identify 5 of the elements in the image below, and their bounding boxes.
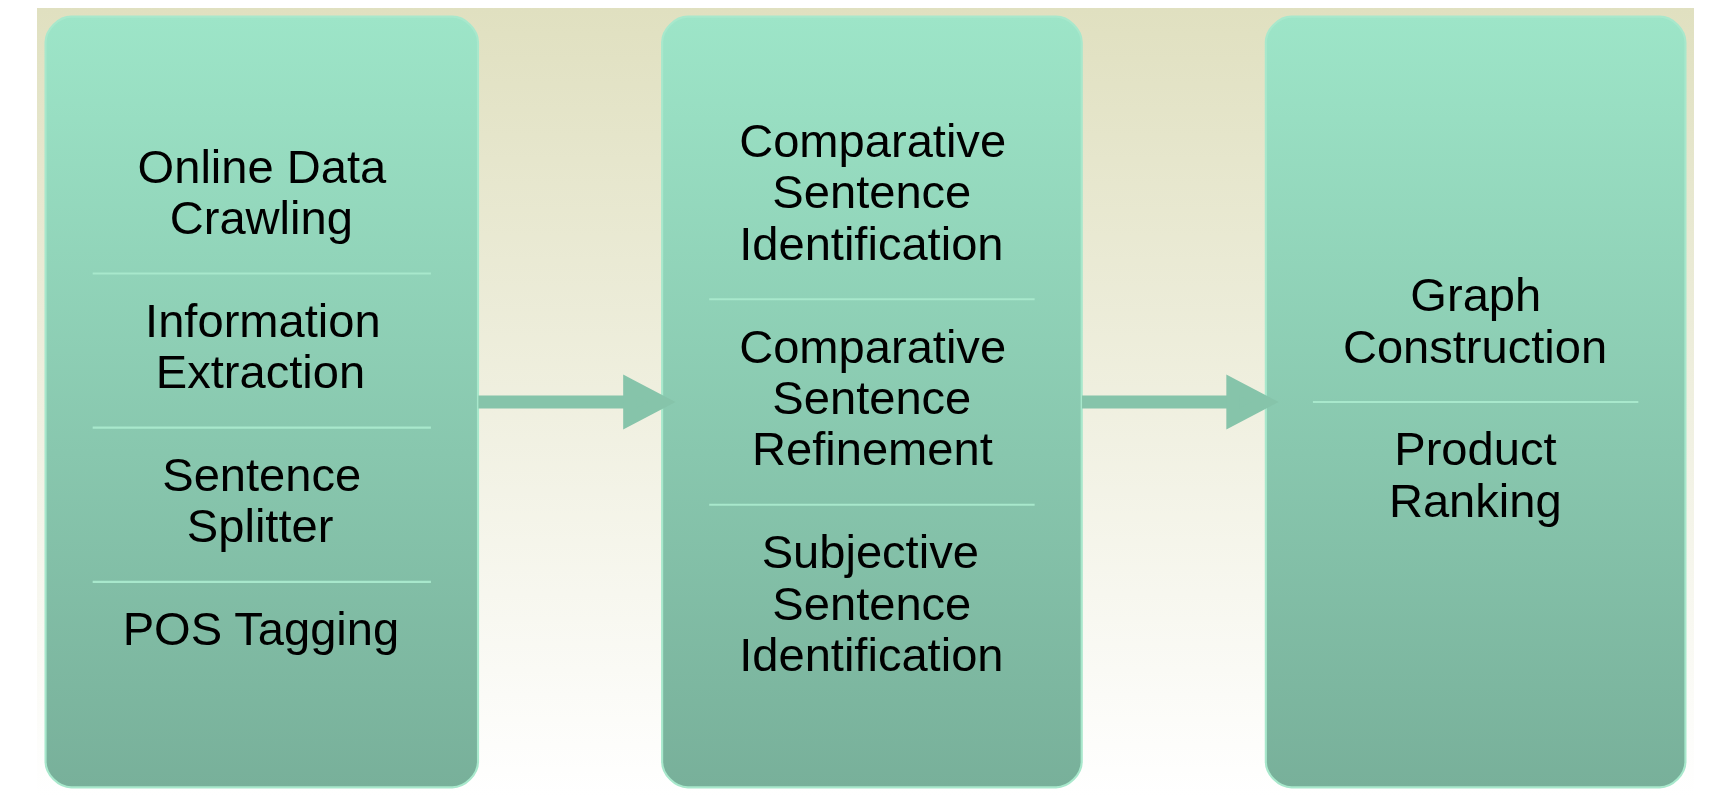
arrow [1082, 374, 1279, 430]
arrow [478, 374, 676, 430]
node-box: Comparative Sentence Identification Comparative Sentence Refinement Subjective Sentence Identification [661, 15, 1083, 789]
node-box: Online Data Crawling Information Extraction Sentence Splitter POS Tagging [44, 15, 480, 789]
node-box: Graph Construction Product Ranking [1264, 15, 1687, 789]
